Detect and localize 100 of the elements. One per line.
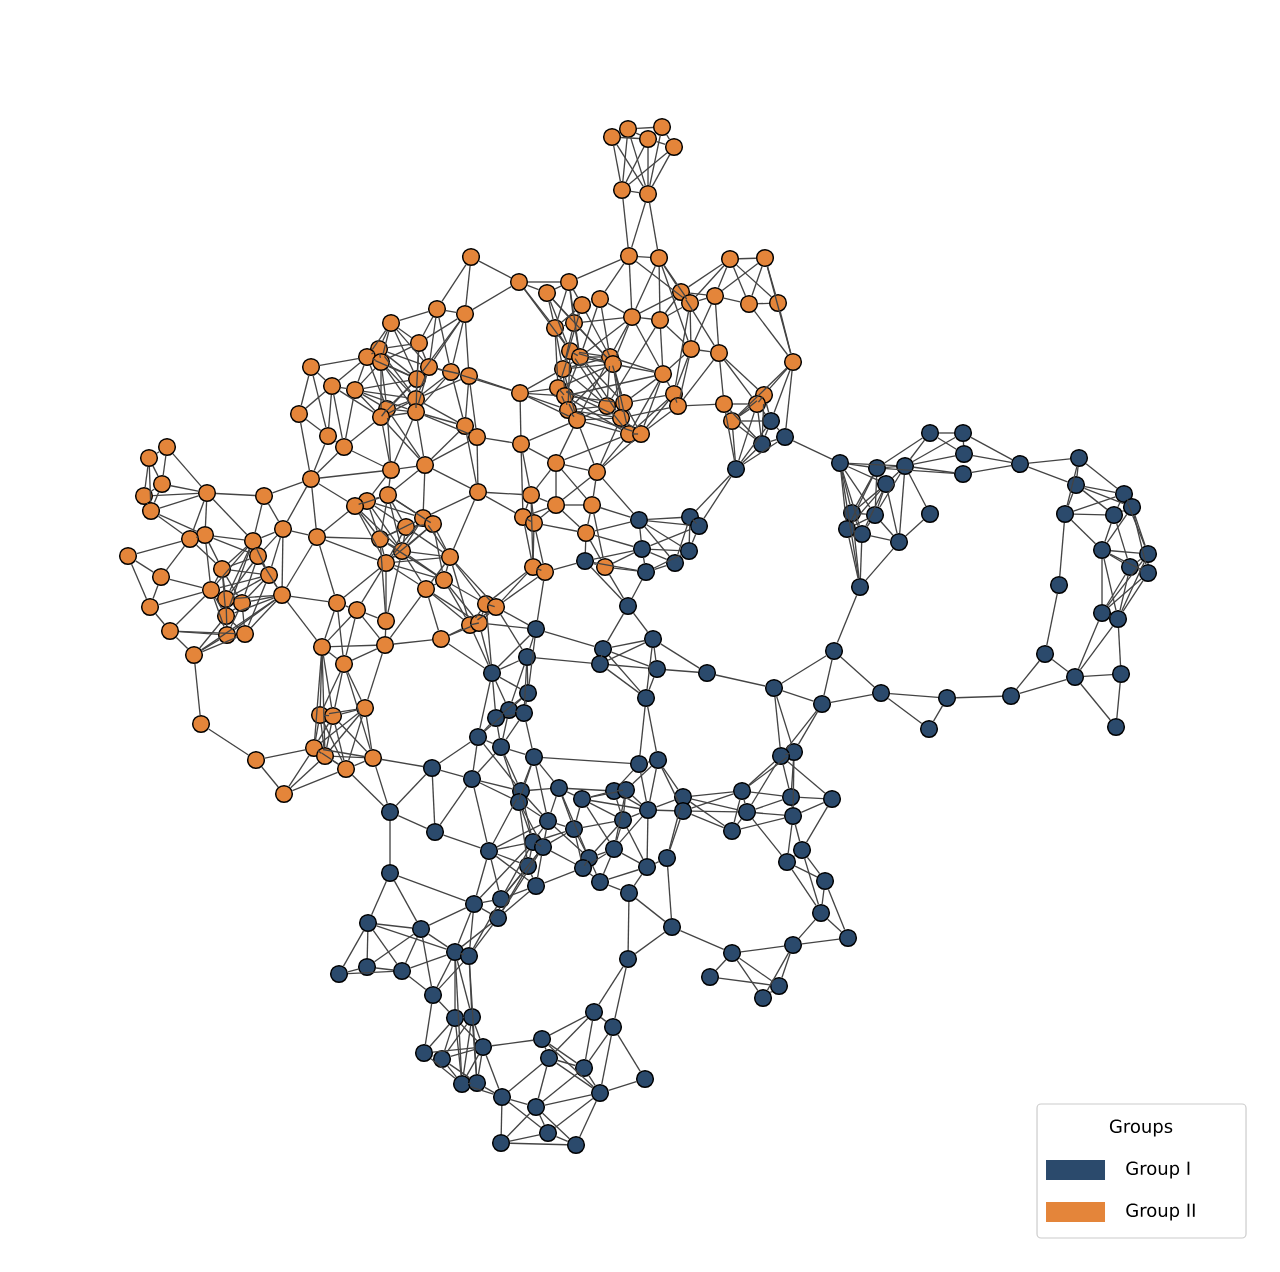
node-circle bbox=[638, 800, 658, 820]
node-circle bbox=[406, 402, 426, 422]
node-circle bbox=[479, 841, 499, 861]
node-circle bbox=[469, 613, 489, 633]
node-circle bbox=[486, 597, 506, 617]
node-circle bbox=[301, 469, 321, 489]
node-circle bbox=[526, 1097, 546, 1117]
node-circle bbox=[274, 784, 294, 804]
node-circle bbox=[334, 437, 354, 457]
node-circle bbox=[576, 523, 596, 543]
node-circle bbox=[618, 949, 638, 969]
node-circle bbox=[700, 967, 720, 987]
node-circle bbox=[705, 286, 725, 306]
node-circle bbox=[432, 1049, 452, 1069]
node-circle bbox=[491, 1133, 511, 1153]
node-circle bbox=[652, 117, 672, 137]
node-circle bbox=[769, 976, 789, 996]
node-circle bbox=[464, 894, 484, 914]
node-circle bbox=[954, 444, 974, 464]
node-circle bbox=[737, 802, 757, 822]
node-circle bbox=[590, 654, 610, 674]
node-circle bbox=[334, 654, 354, 674]
node-circle bbox=[629, 510, 649, 530]
node-circle bbox=[768, 293, 788, 313]
node-circle bbox=[636, 562, 656, 582]
node-circle bbox=[118, 546, 138, 566]
node-circle bbox=[371, 352, 391, 372]
node-circle bbox=[409, 333, 429, 353]
node-circle bbox=[445, 942, 465, 962]
node-circle bbox=[619, 246, 639, 266]
node-circle bbox=[792, 840, 812, 860]
node-circle bbox=[865, 505, 885, 525]
node-circle bbox=[246, 750, 266, 770]
node-circle bbox=[345, 380, 365, 400]
node-circle bbox=[889, 532, 909, 552]
node-circle bbox=[462, 769, 482, 789]
node-circle bbox=[871, 683, 891, 703]
node-circle bbox=[1122, 497, 1142, 517]
legend-title: Groups bbox=[1109, 1119, 1173, 1137]
node-circle bbox=[363, 748, 383, 768]
node-circle bbox=[248, 546, 268, 566]
node-circle bbox=[272, 585, 292, 605]
node-circle bbox=[852, 524, 872, 544]
node-circle bbox=[559, 272, 579, 292]
node-circle bbox=[152, 474, 172, 494]
node-circle bbox=[1092, 603, 1112, 623]
node-circle bbox=[482, 663, 502, 683]
node-circle bbox=[632, 539, 652, 559]
node-circle bbox=[584, 1002, 604, 1022]
node-circle bbox=[602, 127, 622, 147]
node-circle bbox=[441, 362, 461, 382]
node-circle bbox=[867, 458, 887, 478]
node-circle bbox=[370, 529, 390, 549]
node-circle bbox=[235, 624, 255, 644]
node-circle bbox=[1035, 644, 1055, 664]
node-circle bbox=[380, 802, 400, 822]
node-circle bbox=[139, 448, 159, 468]
node-circle bbox=[431, 629, 451, 649]
node-circle bbox=[637, 857, 657, 877]
node-circle bbox=[491, 737, 511, 757]
node-circle bbox=[535, 562, 555, 582]
node-circle bbox=[414, 1043, 434, 1063]
node-circle bbox=[323, 706, 343, 726]
node-circle bbox=[462, 1007, 482, 1027]
node-circle bbox=[761, 411, 781, 431]
node-circle bbox=[662, 917, 682, 937]
node-circle bbox=[590, 1083, 610, 1103]
node-circle bbox=[1106, 717, 1126, 737]
node-circle bbox=[574, 1058, 594, 1078]
node-circle bbox=[582, 495, 602, 515]
node-circle bbox=[722, 943, 742, 963]
node-circle bbox=[564, 819, 584, 839]
node-circle bbox=[301, 357, 321, 377]
node-circle bbox=[937, 688, 957, 708]
node-circle bbox=[545, 318, 565, 338]
node-circle bbox=[375, 635, 395, 655]
node-circle bbox=[781, 787, 801, 807]
node-circle bbox=[638, 129, 658, 149]
node-circle bbox=[1049, 575, 1069, 595]
node-circle bbox=[842, 503, 862, 523]
node-circle bbox=[636, 688, 656, 708]
node-circle bbox=[336, 759, 356, 779]
node-circle bbox=[811, 903, 831, 923]
node-circle bbox=[197, 483, 217, 503]
node-circle bbox=[919, 719, 939, 739]
node-circle bbox=[461, 247, 481, 267]
node-circle bbox=[681, 339, 701, 359]
node-circle bbox=[755, 248, 775, 268]
node-circle bbox=[564, 313, 584, 333]
node-circle bbox=[455, 304, 475, 324]
node-circle bbox=[1104, 505, 1124, 525]
node-circle bbox=[1055, 504, 1075, 524]
node-circle bbox=[732, 781, 752, 801]
node-circle bbox=[184, 645, 204, 665]
node-circle bbox=[1065, 667, 1085, 687]
node-circle bbox=[157, 437, 177, 457]
node-circle bbox=[468, 482, 488, 502]
node-circle bbox=[822, 789, 842, 809]
node-circle bbox=[575, 551, 595, 571]
node-circle bbox=[739, 294, 759, 314]
